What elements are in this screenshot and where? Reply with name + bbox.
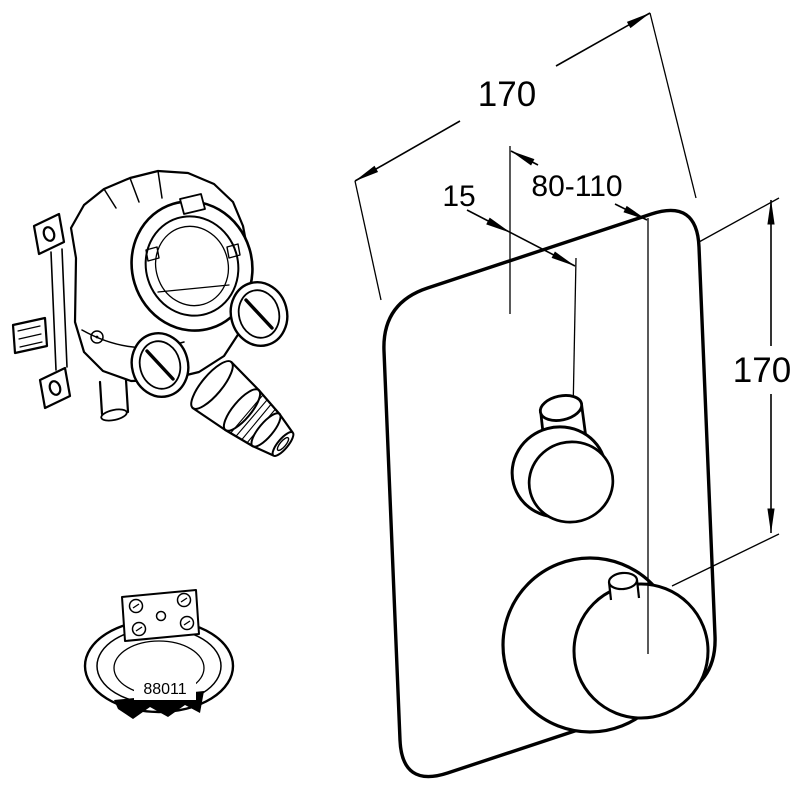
outlet-stem	[190, 360, 295, 457]
dim-plate-width	[354, 12, 697, 301]
dimension-labels: 170 15 80-110 170	[442, 75, 791, 390]
dim-plate-width-label: 170	[478, 75, 536, 114]
knob-pin-top	[607, 571, 639, 591]
knob-face	[572, 582, 710, 720]
rough-in-valve-drawing	[11, 169, 295, 457]
escutcheon-part-drawing: 88011	[83, 589, 235, 719]
flow-knob	[501, 556, 710, 734]
dim-edge-offset	[466, 209, 576, 267]
handle-lever-top	[538, 394, 584, 422]
screw-slot	[244, 298, 274, 330]
construction-lines	[509, 146, 577, 415]
dim-depth-range	[510, 150, 648, 221]
handle-base-front	[527, 440, 615, 524]
bottom-port	[98, 378, 130, 422]
screw-slot	[145, 349, 175, 381]
mounting-tab-bottom	[38, 366, 72, 410]
mounting-tab-top	[32, 212, 66, 256]
handle-axis-line	[572, 257, 577, 415]
mounting-hole-top	[42, 226, 56, 242]
part-number-label-bg	[134, 676, 196, 700]
dim-depth-range-label: 80-110	[531, 170, 622, 203]
check-valve-cap-left	[130, 332, 190, 398]
dimension-annotations	[354, 12, 780, 654]
dim-plate-height-label: 170	[733, 351, 791, 390]
mounting-hole-bottom	[48, 380, 62, 396]
temperature-handle	[510, 394, 615, 524]
dim-edge-offset-label: 15	[442, 180, 475, 213]
mounting-rail	[11, 316, 49, 355]
part-number-label: 88011	[143, 681, 186, 698]
drain-screw	[90, 330, 104, 344]
dim-plate-height	[671, 197, 780, 587]
check-valve-cap-right	[229, 281, 289, 347]
ring-notch	[179, 193, 206, 215]
